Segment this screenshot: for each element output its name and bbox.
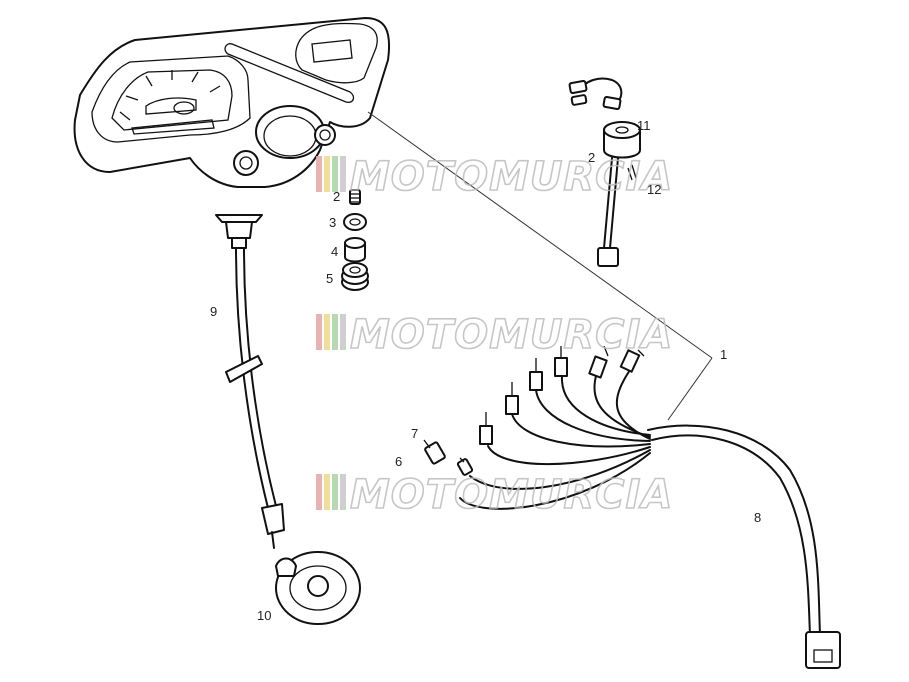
callout-8: 8 — [754, 510, 761, 525]
watermark-stripe — [332, 474, 338, 510]
callout-3: 3 — [329, 215, 336, 230]
callout-2: 2 — [333, 189, 340, 204]
wiring-harness — [423, 345, 841, 669]
watermark-stripe — [332, 156, 338, 192]
callout-11: 11 — [637, 118, 651, 133]
terminal-connector — [529, 358, 543, 391]
speedometer-drive-unit — [275, 551, 361, 625]
callout-10: 10 — [257, 608, 271, 623]
bulb-socket-part-7 — [423, 439, 446, 465]
callout-1: 1 — [720, 347, 727, 362]
leader-line-cluster — [367, 111, 713, 359]
terminal-connector — [479, 412, 493, 445]
watermark-top: MOTOMURCIA — [316, 153, 673, 201]
callout-7: 7 — [411, 426, 418, 441]
terminal-connector — [554, 346, 568, 377]
terminal-connector — [505, 382, 519, 415]
watermark-stripe — [316, 156, 322, 192]
watermark-stripe — [340, 314, 346, 350]
screw-part-2 — [349, 189, 361, 205]
watermark-stripe — [316, 314, 322, 350]
callout-2-secondary: 2 — [588, 150, 595, 165]
callout-6: 6 — [395, 454, 402, 469]
key-switch-assembly — [568, 77, 641, 267]
watermark-text: MOTOMURCIA — [350, 154, 673, 200]
bulb-part-6 — [456, 457, 474, 476]
terminal-connector — [619, 349, 645, 373]
callout-12: 12 — [647, 182, 661, 197]
watermark-stripe — [324, 474, 330, 510]
callout-4: 4 — [331, 244, 338, 259]
speedometer-cable — [215, 214, 285, 549]
watermark-text: MOTOMURCIA — [350, 472, 673, 518]
washer-part-3 — [343, 213, 367, 231]
callout-9: 9 — [210, 304, 217, 319]
leader-line-harness — [667, 357, 713, 421]
watermark-middle: MOTOMURCIA — [316, 311, 673, 359]
watermark-stripe — [340, 156, 346, 192]
watermark-bottom: MOTOMURCIA — [316, 471, 673, 519]
watermark-text: MOTOMURCIA — [350, 312, 673, 358]
watermark-stripe — [332, 314, 338, 350]
grommet-part-5 — [341, 262, 369, 291]
watermark-stripe — [324, 314, 330, 350]
callout-5: 5 — [326, 271, 333, 286]
watermark-stripe — [340, 474, 346, 510]
watermark-stripe — [316, 474, 322, 510]
instrument-cluster — [73, 17, 391, 188]
spacer-part-4 — [344, 237, 366, 263]
terminal-connector — [588, 345, 609, 379]
watermark-stripe — [324, 156, 330, 192]
